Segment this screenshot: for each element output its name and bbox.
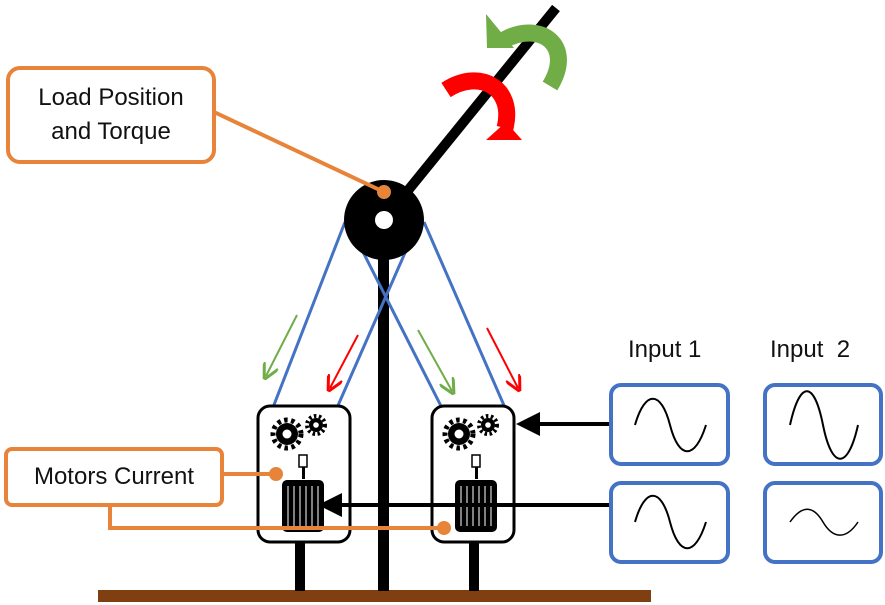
load-position-line2: and Torque bbox=[51, 118, 171, 145]
current-callout-leader bbox=[108, 467, 451, 535]
sine-wave-icon bbox=[789, 508, 859, 536]
tendons bbox=[270, 221, 508, 411]
input2-label: Input 2 bbox=[770, 336, 851, 363]
gear-icon bbox=[270, 417, 304, 451]
load-position-label: Load Position and Torque bbox=[8, 81, 214, 149]
load-position-callout-box bbox=[6, 66, 216, 164]
sine-wave-icon bbox=[634, 397, 707, 453]
motors-current-label: Motors Current bbox=[33, 463, 195, 490]
ground-base bbox=[98, 590, 651, 602]
motor-icon bbox=[282, 454, 324, 532]
rotation-arrow-red-icon bbox=[441, 72, 522, 140]
input2-signal-a bbox=[763, 383, 883, 466]
green-arrow-left bbox=[266, 314, 298, 376]
input1-signal-a bbox=[609, 383, 730, 466]
gear-icon bbox=[305, 414, 327, 436]
load-callout-leader bbox=[213, 110, 391, 199]
central-pole bbox=[378, 215, 389, 591]
sine-wave-icon bbox=[634, 494, 707, 550]
motor1-leg bbox=[295, 540, 305, 591]
red-arrow-right bbox=[486, 327, 518, 388]
load-arm bbox=[380, 4, 560, 224]
pulley-hub bbox=[375, 211, 393, 229]
input2-signal-b bbox=[763, 481, 883, 564]
load-position-line1: Load Position bbox=[38, 84, 184, 111]
sine-wave-icon bbox=[789, 390, 859, 460]
input1-signal-b bbox=[609, 481, 730, 564]
gear-icon bbox=[442, 417, 476, 451]
rotation-arrow-green-icon bbox=[486, 14, 567, 91]
green-arrow-right bbox=[417, 329, 452, 391]
motors-current-callout-box bbox=[4, 447, 224, 507]
input1-label: Input 1 bbox=[628, 336, 702, 363]
gear-icon bbox=[477, 414, 499, 436]
motor2-leg bbox=[469, 540, 479, 591]
red-arrow-left bbox=[330, 334, 359, 388]
